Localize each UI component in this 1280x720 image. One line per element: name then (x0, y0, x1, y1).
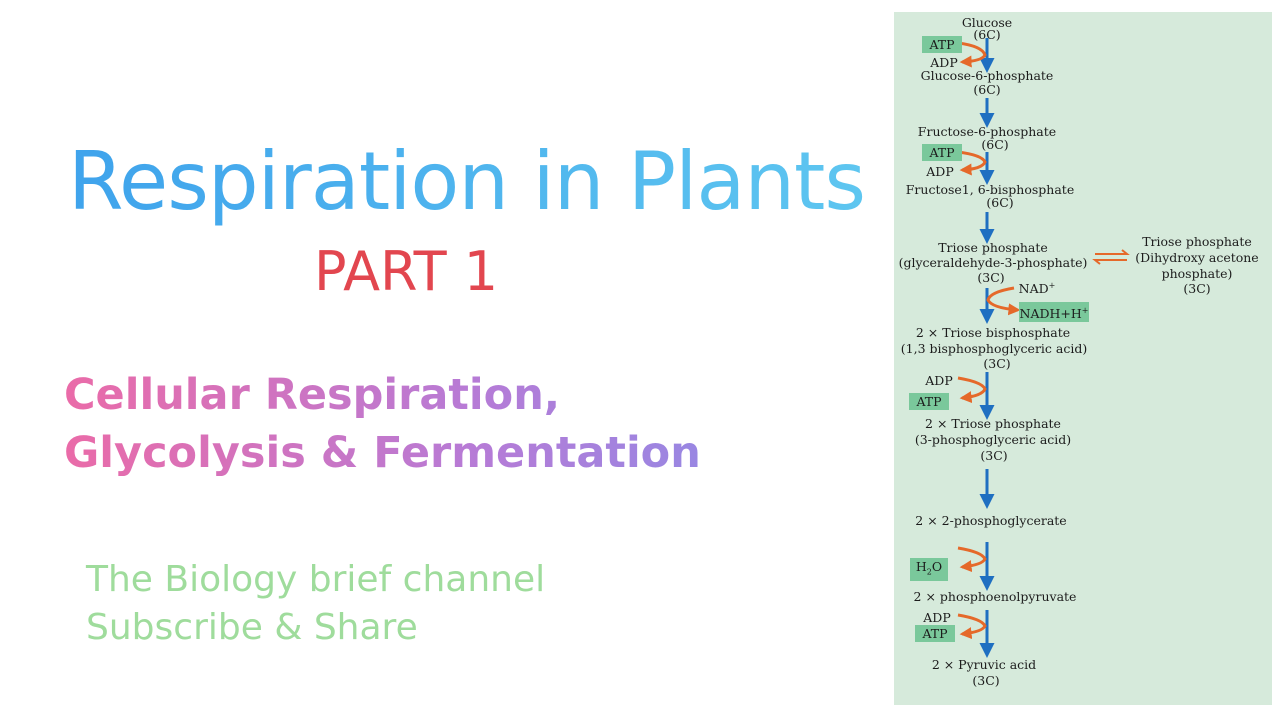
dhap-line-2: (Dihydroxy acetone (1135, 250, 1259, 265)
channel-line-2: Subscribe & Share (86, 607, 418, 648)
triose-phosphate-2-label: 2 × Triose phosphate (925, 416, 1061, 431)
pathway-arrows (957, 38, 1130, 658)
adp-label-1: ADP (930, 55, 958, 70)
triose-phosphate-2-carbon: (3C) (980, 448, 1008, 463)
channel-line-1: The Biology brief channel (86, 559, 546, 600)
atp-out-arrow-2 (957, 613, 987, 640)
atp-box-1: ATP (922, 36, 962, 53)
slide-title: Respiration in Plants (68, 136, 868, 228)
nadh-box: NADH+H+ (1019, 302, 1089, 323)
triose-phosphate-carbon: (3C) (977, 270, 1005, 285)
pga-label: (3-phosphoglyceric acid) (914, 432, 1072, 447)
atp-box-3: ATP (909, 393, 949, 410)
bpg-label: (1,3 bisphosphoglyceric acid) (900, 341, 1088, 356)
glycolysis-diagram: Glucose (6C) ATP ADP Glucose-6-phosphate… (894, 12, 1272, 705)
equilibrium-arrow-right (1095, 249, 1130, 255)
glucose-6-phosphate-label: Glucose-6-phosphate (920, 68, 1054, 83)
fructose-6-phosphate-label: Fructose-6-phosphate (917, 124, 1057, 139)
atp-in-arrow-2 (957, 150, 987, 176)
equilibrium-arrow-left (1092, 259, 1127, 265)
part-label: PART 1 (314, 240, 499, 303)
glucose-6-phosphate-carbon: (6C) (973, 82, 1001, 97)
phosphoglycerate-label: 2 × 2-phosphoglycerate (915, 513, 1067, 528)
atp-box-4: ATP (915, 625, 955, 642)
g3p-label: (glyceraldehyde-3-phosphate) (898, 255, 1088, 270)
atp-box-2: ATP (922, 144, 962, 161)
glucose-carbon: (6C) (973, 27, 1001, 42)
dhap-carbon: (3C) (1183, 281, 1211, 296)
fructose-6-phosphate-carbon: (6C) (981, 137, 1009, 152)
dhap-line-3: phosphate) (1161, 266, 1233, 281)
glucose-label: Glucose (961, 15, 1013, 30)
triose-bisphosphate-carbon: (3C) (983, 356, 1011, 371)
nad-label: NAD+ (1018, 281, 1056, 297)
water-box: H2O (910, 558, 948, 581)
dhap-line-1: Triose phosphate (1142, 234, 1252, 249)
adp-label-3: ADP (925, 373, 953, 388)
water-arrow (957, 546, 987, 573)
slide-subtitle: Cellular Respiration, Glycolysis & Ferme… (64, 366, 804, 482)
pyruvic-acid-carbon: (3C) (972, 673, 1000, 688)
pep-label: 2 × phosphoenolpyruvate (913, 589, 1077, 604)
atp-out-arrow-1 (957, 376, 987, 404)
nad-arrow (986, 286, 1021, 316)
adp-label-4: ADP (923, 610, 951, 625)
fructose-bisphosphate-label: Fructose1, 6-bisphosphate (905, 182, 1075, 197)
triose-phosphate-label: Triose phosphate (938, 240, 1048, 255)
atp-in-arrow-1 (957, 41, 987, 68)
adp-label-2: ADP (926, 164, 954, 179)
channel-name: The Biology brief channel Subscribe & Sh… (86, 556, 545, 652)
pyruvic-acid-label: 2 × Pyruvic acid (931, 657, 1037, 672)
triose-bisphosphate-label: 2 × Triose bisphosphate (915, 325, 1071, 340)
fructose-bisphosphate-carbon: (6C) (986, 195, 1014, 210)
